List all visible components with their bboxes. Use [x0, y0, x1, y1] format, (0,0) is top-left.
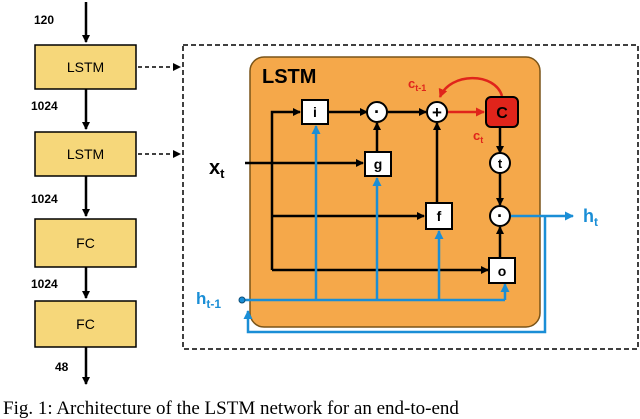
cell-state-label: C — [496, 105, 508, 122]
fc-layer-2 — [34, 300, 137, 348]
figure-caption: Fig. 1: Architecture of the LSTM network… — [3, 398, 459, 419]
hidden-feedback — [243, 216, 547, 334]
input-gate-label: i — [313, 104, 317, 120]
dimension-1: 1024 — [31, 99, 58, 113]
h-cur-label: ht — [583, 206, 598, 229]
multiply-node-output — [489, 205, 511, 227]
output-dimension: 48 — [55, 360, 69, 374]
lstm-cell-title: LSTM — [262, 66, 316, 88]
dimension-2: 1024 — [31, 192, 58, 206]
lstm-cell: LSTM i — [196, 56, 598, 334]
layer-stack: 120 LSTM 1024 LSTM 1024 FC 1024 FC 48 — [31, 2, 181, 385]
wire-to-i — [270, 108, 301, 270]
forget-gate — [425, 202, 453, 230]
candidate-gate-label: g — [374, 156, 383, 172]
candidate-gate — [364, 151, 392, 177]
fc-layer-2-label: FC — [76, 316, 95, 332]
tanh-label: t — [498, 156, 503, 171]
lstm-layer-2-label: LSTM — [67, 146, 104, 162]
cell-state-box — [485, 96, 519, 128]
add-symbol: + — [432, 103, 442, 122]
c-cur-label: ct — [473, 128, 483, 145]
h-prev-label: ht-1 — [196, 289, 221, 311]
forget-gate-label: f — [437, 208, 442, 224]
input-dimension: 120 — [34, 13, 54, 27]
output-gate-label: o — [498, 263, 507, 279]
multiply-symbol-output: · — [497, 206, 503, 226]
dimension-3: 1024 — [31, 277, 58, 291]
lstm-layer-2 — [34, 131, 137, 177]
add-node — [426, 101, 448, 123]
cell-detail-frame — [182, 44, 639, 350]
lstm-layer-1-label: LSTM — [67, 59, 104, 75]
c-prev-label: ct-1 — [408, 76, 426, 93]
multiply-symbol-input: · — [374, 102, 380, 122]
multiply-node-input — [366, 101, 388, 123]
fc-layer-1-label: FC — [76, 235, 95, 251]
tanh-node — [489, 152, 511, 174]
input-gate — [301, 99, 329, 125]
output-gate — [488, 257, 516, 284]
hidden-input-node — [238, 296, 246, 304]
cell-state-recurrent — [438, 76, 504, 98]
fc-layer-1 — [34, 218, 137, 268]
x-input-label: xt — [209, 157, 225, 181]
